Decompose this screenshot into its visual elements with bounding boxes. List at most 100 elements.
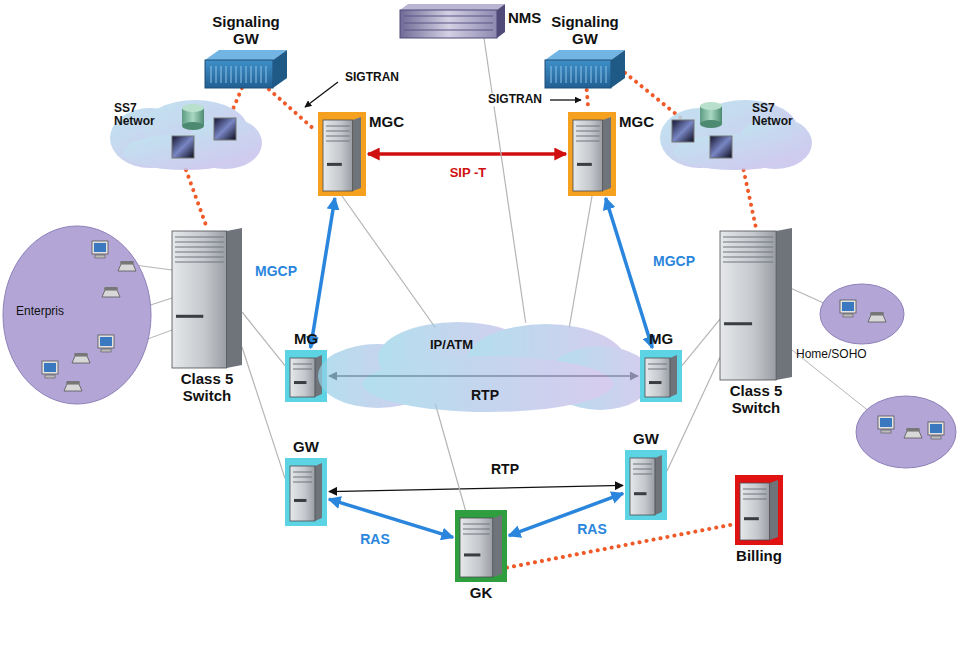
protocol-label: SIGTRAN <box>343 71 401 84</box>
phone-icon <box>102 290 120 297</box>
pc-icon <box>42 361 58 374</box>
rack-grille <box>561 66 562 83</box>
rack-grille <box>231 66 232 83</box>
protocol-label: RAS <box>358 532 392 547</box>
pc-icon <box>94 243 106 252</box>
rack-grille <box>571 66 572 83</box>
h323-gateway: GW <box>285 458 327 526</box>
device-front <box>645 358 670 397</box>
drive-bay <box>743 489 767 490</box>
label-block: GK <box>451 585 511 602</box>
drive-bay <box>326 141 350 142</box>
protocol-label: RTP <box>469 388 501 403</box>
phone-icon <box>66 381 80 384</box>
label-block: MG <box>281 331 331 348</box>
device-label: Home/SOHO <box>796 348 886 361</box>
drive-bay <box>175 252 224 253</box>
rack-side <box>497 4 505 38</box>
device-side <box>670 355 677 397</box>
media-gateway-controller-shape <box>568 112 616 196</box>
device-label: MG <box>281 331 331 348</box>
pc-icon <box>842 302 854 311</box>
drive-bay <box>175 237 224 238</box>
device-side <box>776 228 792 380</box>
protocol-arrow <box>311 198 335 348</box>
rack-grille <box>246 66 247 83</box>
device-slot <box>577 163 592 166</box>
nms-server: NMS <box>400 4 505 38</box>
class5-switch: Class 5 Switch <box>720 228 792 380</box>
drive-bay <box>633 469 652 470</box>
drive-bay <box>175 262 224 263</box>
class5-switch: Class 5 Switch <box>172 228 242 368</box>
device-backdrop <box>735 475 783 545</box>
network-link <box>242 347 285 478</box>
drive-bay <box>723 247 773 248</box>
drive-bay <box>723 242 773 243</box>
rack-grille <box>601 66 602 83</box>
protocol-label: MGCP <box>253 264 299 279</box>
device-backdrop <box>625 450 667 520</box>
phone-icon <box>870 312 884 315</box>
media-gateway-controller: MGC <box>318 112 366 196</box>
rack-grille <box>216 66 217 83</box>
media-gateway-shape <box>640 350 682 402</box>
signaling-gateway: Signaling GW <box>545 50 625 88</box>
pc-icon <box>92 241 108 254</box>
drive-bay <box>175 257 224 258</box>
rack-grille <box>586 66 587 83</box>
rack-top <box>545 50 625 60</box>
device-front <box>290 466 315 521</box>
rack-top <box>400 4 505 10</box>
media-gateway: MG <box>640 350 682 402</box>
label-block: SS7 Networ <box>114 102 170 128</box>
label-block: Home/SOHO <box>796 348 886 361</box>
rack-side <box>611 50 625 88</box>
device-slot <box>724 322 752 325</box>
phone-icon <box>868 315 886 322</box>
label-block: Class 5 Switch <box>164 371 250 404</box>
device-label: NMS <box>508 10 541 27</box>
device-side <box>770 480 778 540</box>
signaling-gateway-shape <box>205 50 287 88</box>
network-link <box>242 312 285 366</box>
drive-bay <box>576 141 600 142</box>
device-label: Billing <box>724 548 794 565</box>
rack-grille <box>251 66 252 83</box>
label-block: GW <box>281 439 331 456</box>
drive-bay <box>175 242 224 243</box>
device-front <box>460 518 493 577</box>
h323-gateway-shape <box>285 458 327 526</box>
h323-gateway: GW <box>625 450 667 520</box>
protocol-arrow <box>329 485 623 491</box>
device-label: Class 5 Switch <box>713 383 799 416</box>
pc-icon <box>45 375 55 378</box>
rack-grille <box>256 66 257 83</box>
signaling-gateway-shape <box>545 50 625 88</box>
device-front <box>323 120 353 191</box>
device-side <box>493 515 502 577</box>
drive-bay <box>743 499 767 500</box>
billing-server: Billing <box>735 475 783 545</box>
signaling-gateway: Signaling GW <box>205 50 287 88</box>
drive-bay <box>576 131 600 132</box>
drive-bay <box>293 472 312 473</box>
h323-gateway-shape <box>625 450 667 520</box>
device-backdrop <box>318 112 366 196</box>
pc-icon <box>881 430 891 433</box>
media-gateway-controller: MGC <box>568 112 616 196</box>
billing-server-shape <box>735 475 783 545</box>
home-soho-ellipse: Home/SOHO <box>820 282 958 470</box>
rack-grille <box>591 66 592 83</box>
phone-icon <box>118 264 136 271</box>
device-label: IP/ATM <box>430 338 510 352</box>
pc-icon <box>843 314 853 317</box>
protocol-arrow <box>606 198 653 348</box>
rack-grille <box>261 66 262 83</box>
rack-grille <box>596 66 597 83</box>
drive-bay <box>326 126 350 127</box>
drive-bay <box>633 474 652 475</box>
network-link <box>569 196 592 328</box>
